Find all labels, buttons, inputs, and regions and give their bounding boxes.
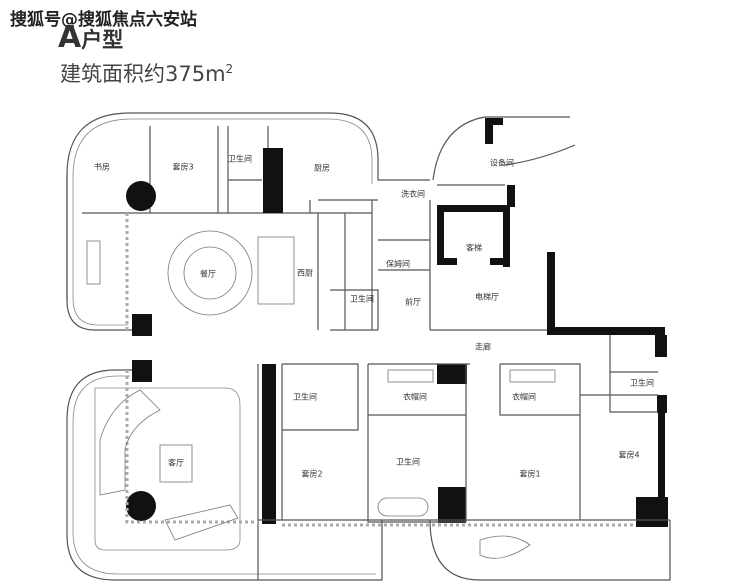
room-laundry: 洗衣间 bbox=[401, 189, 425, 199]
room-foyer: 前厅 bbox=[405, 297, 421, 307]
lower-walls bbox=[66, 335, 671, 581]
room-western-kitchen: 西厨 bbox=[297, 269, 313, 278]
unit-suffix: 户型 bbox=[81, 28, 124, 52]
room-kitchen: 厨房 bbox=[314, 163, 330, 173]
room-dining: 餐厅 bbox=[200, 270, 216, 279]
room-bath-suite2: 卫生间 bbox=[293, 392, 317, 402]
floor-area-text: 建筑面积约375m bbox=[60, 62, 226, 86]
room-labels: 书房 套房3 卫生间 厨房 洗衣间 设备间 客梯 保姆间 卫生间 西厨 餐厅 前… bbox=[94, 154, 654, 479]
room-corridor: 走廊 bbox=[475, 342, 491, 352]
room-bath-suite1: 卫生间 bbox=[396, 457, 420, 467]
room-closet-1b: 衣帽间 bbox=[512, 392, 536, 402]
room-suite2: 套房2 bbox=[301, 469, 322, 479]
room-suite3: 套房3 bbox=[172, 162, 193, 172]
structural-walls bbox=[126, 118, 668, 527]
room-suite1: 套房1 bbox=[519, 469, 540, 479]
glazing-lines bbox=[125, 213, 636, 527]
room-bath-suite4: 卫生间 bbox=[630, 378, 654, 388]
room-study: 书房 bbox=[94, 162, 110, 172]
watermark: 搜狐号@搜狐焦点六安站 bbox=[10, 10, 197, 30]
room-suite4: 套房4 bbox=[618, 450, 639, 460]
room-living: 客厅 bbox=[168, 458, 184, 468]
room-closet-1a: 衣帽间 bbox=[403, 392, 427, 402]
room-equipment: 设备间 bbox=[490, 158, 514, 168]
room-elevator: 客梯 bbox=[466, 243, 482, 253]
unit-letter: A bbox=[58, 20, 82, 55]
floor-area: 建筑面积约375m2 bbox=[60, 58, 233, 88]
room-elevator-hall: 电梯厅 bbox=[475, 292, 499, 302]
furniture bbox=[86, 230, 556, 559]
room-bath-suite3: 卫生间 bbox=[228, 154, 252, 164]
room-nanny: 保姆间 bbox=[386, 259, 410, 269]
upper-walls bbox=[66, 112, 576, 331]
floor-area-unit-sup: 2 bbox=[225, 62, 234, 76]
unit-type-title: A户型 bbox=[58, 20, 123, 55]
room-bath-nanny: 卫生间 bbox=[350, 294, 374, 304]
